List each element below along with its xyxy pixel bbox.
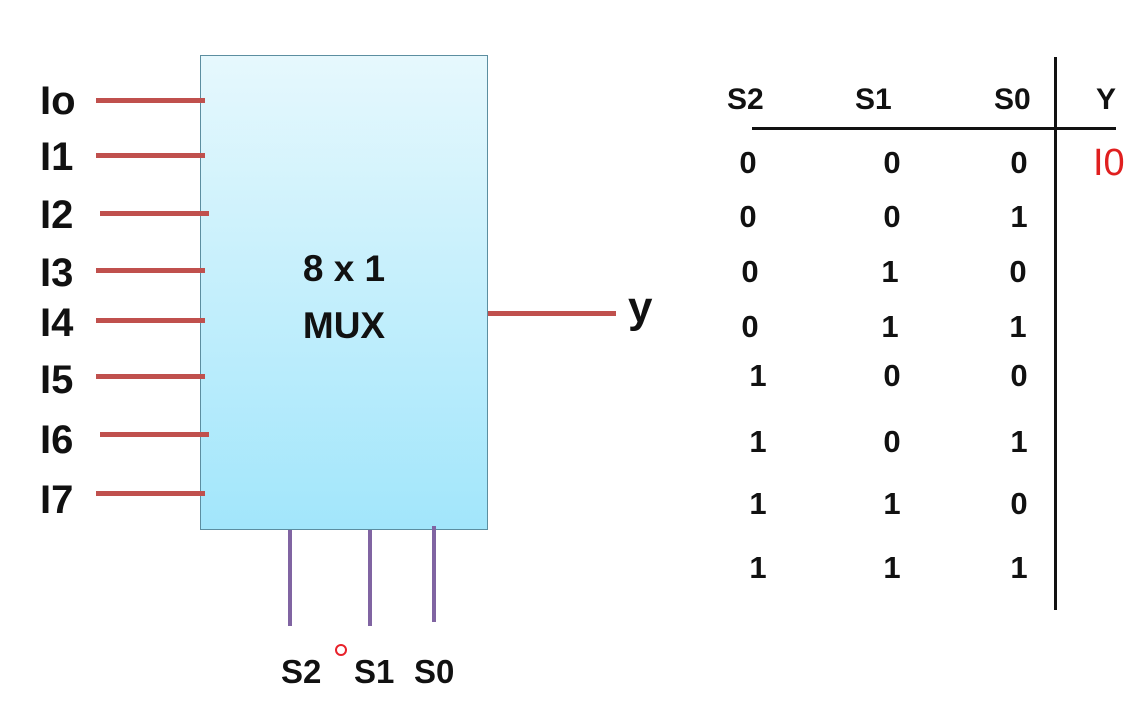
select-wire-s2	[288, 530, 292, 626]
table-cell-y-highlight: I0	[1093, 142, 1125, 184]
select-label-s1: S1	[354, 653, 395, 690]
table-cell: 0	[883, 145, 901, 180]
table-cell: 0	[883, 199, 901, 234]
table-cell: 0	[741, 309, 759, 344]
select-label-s0: S0	[414, 653, 455, 690]
input-wire-i6	[100, 432, 209, 437]
input-label-i6: I6	[40, 418, 74, 462]
table-header-s2: S2	[727, 83, 764, 116]
select-label-s2: S2	[281, 653, 322, 690]
table-cell: 0	[883, 358, 901, 393]
input-label-i7: I7	[40, 478, 74, 522]
input-wire-i2	[100, 211, 209, 216]
table-cell: 0	[1010, 145, 1028, 180]
input-label-i0: Io	[40, 79, 76, 123]
table-cell: 0	[741, 254, 759, 289]
table-header-s0: S0	[994, 83, 1031, 116]
input-label-i1: I1	[40, 135, 74, 179]
table-cell: 1	[883, 486, 901, 521]
table-cell: 1	[749, 424, 767, 459]
table-header-s1: S1	[855, 83, 892, 116]
table-cell: 0	[883, 424, 901, 459]
input-label-i4: I4	[40, 301, 74, 345]
input-wire-i0	[96, 98, 205, 103]
table-cell: 1	[1010, 424, 1028, 459]
table-cell: 1	[749, 486, 767, 521]
table-cell: 1	[1010, 550, 1028, 585]
table-header-rule	[752, 127, 1116, 130]
table-cell: 1	[881, 254, 899, 289]
select-wire-s0	[432, 526, 436, 622]
table-cell: 0	[739, 199, 757, 234]
input-wire-i4	[96, 318, 205, 323]
table-cell: 1	[749, 358, 767, 393]
mux-title-line1: 8 x 1	[302, 248, 386, 289]
input-wire-i5	[96, 374, 205, 379]
table-cell: 0	[1010, 486, 1028, 521]
input-wire-i3	[96, 268, 205, 273]
table-header-y: Y	[1096, 83, 1117, 116]
mux-block	[200, 55, 488, 530]
input-label-i3: I3	[40, 251, 74, 295]
select-wire-s1	[368, 530, 372, 626]
output-label-y: y	[628, 283, 653, 332]
table-cell: 1	[1010, 199, 1028, 234]
table-column-rule	[1054, 57, 1057, 610]
table-cell: 0	[739, 145, 757, 180]
table-cell: 0	[1009, 254, 1027, 289]
cursor-indicator-icon	[335, 644, 347, 656]
mux-title-line2: MUX	[302, 305, 386, 346]
input-wire-i1	[96, 153, 205, 158]
output-wire-y	[488, 311, 616, 316]
table-cell: 1	[881, 309, 899, 344]
input-wire-i7	[96, 491, 205, 496]
table-cell: 1	[749, 550, 767, 585]
table-cell: 1	[883, 550, 901, 585]
table-cell: 1	[1009, 309, 1027, 344]
table-cell: 0	[1010, 358, 1028, 393]
input-label-i5: I5	[40, 358, 74, 402]
input-label-i2: I2	[40, 193, 74, 237]
